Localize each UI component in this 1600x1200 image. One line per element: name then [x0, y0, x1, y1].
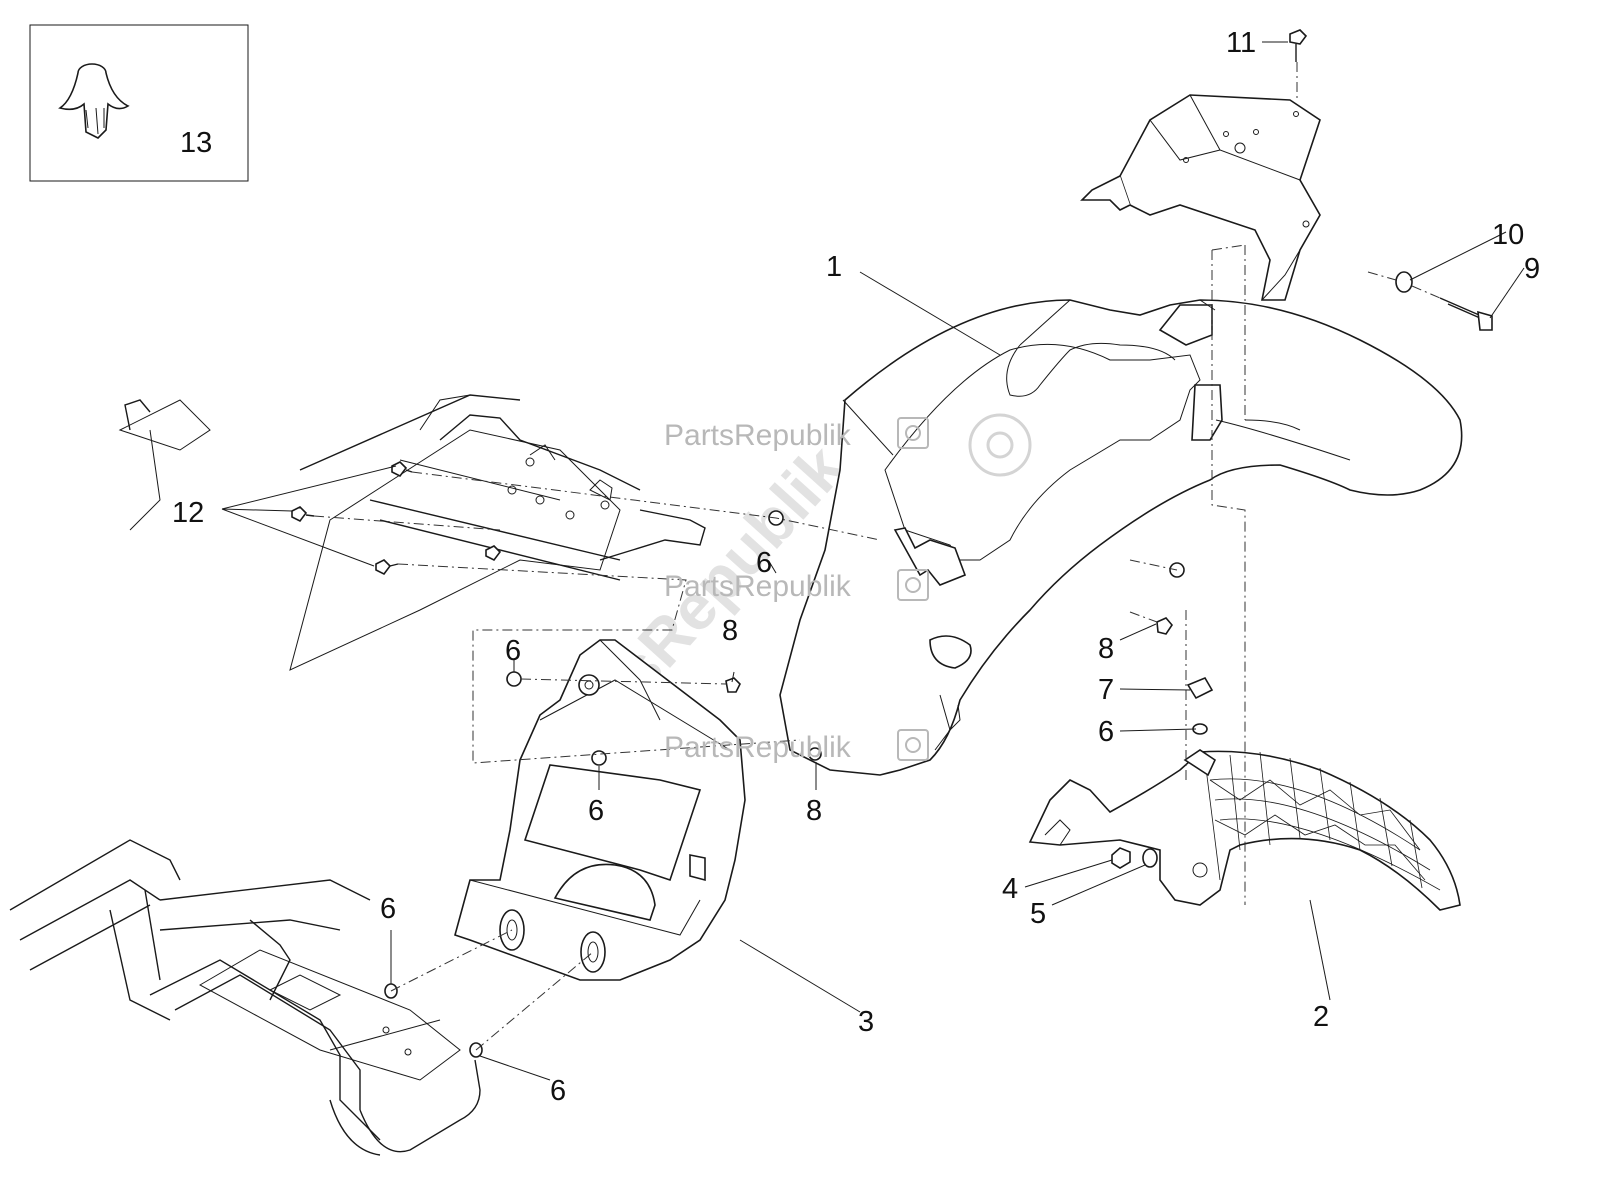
callout-3: 3	[858, 1006, 874, 1038]
upper-frame-rails	[118, 394, 706, 671]
assembly-lines	[313, 244, 1441, 1051]
washer-6-left	[506, 671, 522, 687]
watermark-gear-icon	[897, 413, 1032, 761]
callout-6-right: 6	[1098, 716, 1114, 748]
screw-12b	[291, 506, 315, 523]
top-mount-bracket	[1080, 94, 1321, 301]
cable-clip-icon	[58, 63, 130, 139]
hardware-items	[291, 271, 1493, 1058]
screw-12a	[391, 461, 413, 478]
callout-9: 9	[1524, 253, 1540, 285]
callout-6-mid: 6	[588, 795, 604, 827]
nut-8-mid	[808, 747, 822, 761]
lower-frame	[9, 839, 481, 1156]
nut-4	[1111, 847, 1131, 869]
bolt-11	[1289, 29, 1308, 62]
inset-clip-box	[29, 24, 249, 182]
callout-8-right: 8	[1098, 633, 1114, 665]
callout-13: 13	[180, 127, 212, 159]
nut-8-left	[725, 677, 741, 693]
callout-8-mid: 8	[806, 795, 822, 827]
watermark-brand-1: PartsRepublik	[664, 419, 852, 452]
washer-6-mid	[591, 750, 607, 766]
watermark-brand-3: PartsRepublik	[664, 731, 852, 764]
washer-5	[1142, 848, 1158, 868]
callout-6-left: 6	[505, 635, 521, 667]
callout-7: 7	[1098, 674, 1114, 706]
leader-lines	[221, 41, 1525, 1081]
callout-2: 2	[1313, 1001, 1329, 1033]
nut-8-right	[1156, 617, 1174, 635]
callout-6-low1: 6	[380, 893, 396, 925]
washer-10	[1395, 271, 1413, 293]
screw-12c	[375, 559, 399, 576]
watermark-brand-2: PartsRepublik	[664, 570, 852, 603]
callout-6-upper: 6	[756, 547, 772, 579]
screw-9	[1439, 297, 1493, 331]
license-plate-holder	[454, 639, 746, 981]
rear-fender	[779, 299, 1463, 776]
callout-5: 5	[1030, 898, 1046, 930]
callout-11: 11	[1226, 27, 1256, 59]
callout-8-left: 8	[722, 615, 738, 647]
nut-12d	[485, 545, 502, 562]
callout-12: 12	[172, 497, 204, 529]
callout-labels: 1 2 3 4 5 6 6 6 6 6 6 7 8 8 8 9 10 11 12…	[172, 27, 1540, 1107]
watermarks: PartsRepublik PartsRepublik PartsRepubli…	[664, 413, 1032, 764]
callout-6-low2: 6	[550, 1075, 566, 1107]
spring-clip-7	[1186, 676, 1214, 700]
callout-4: 4	[1002, 873, 1018, 905]
callout-1: 1	[826, 251, 842, 283]
callout-10: 10	[1492, 219, 1524, 251]
